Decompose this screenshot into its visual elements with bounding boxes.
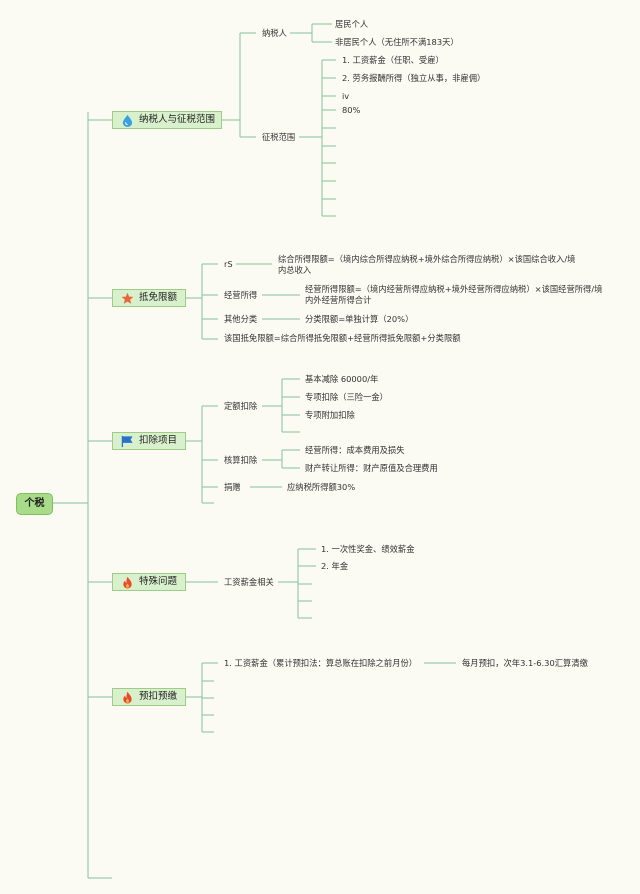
node-special-additional[interactable]: 专项附加扣除 [305,410,355,420]
node-donation[interactable]: 捐赠 [224,482,241,492]
root-node[interactable]: 个税 [16,493,53,515]
flame-icon [123,576,132,589]
node-taxpayer[interactable]: 纳税人 [262,28,287,38]
node-other-class[interactable]: 其他分类 [224,314,258,324]
branch-taxpayer-scope[interactable]: 纳税人与征税范围 [112,111,222,129]
branch-credit-limit[interactable]: 抵免限额 [112,289,186,307]
node-total-limit[interactable]: 该国抵免限额=综合所得抵免限额+经营所得抵免限额+分类限额 [224,333,461,343]
star-icon [121,292,134,304]
flame-icon [123,691,132,704]
branch-withholding[interactable]: 预扣预缴 [112,688,186,706]
node-scope-labor[interactable]: 2. 劳务报酬所得（独立从事，非雇佣） [342,73,486,83]
node-property-transfer[interactable]: 财产转让所得：财产原值及合理费用 [305,463,438,473]
node-business[interactable]: 经营所得 [224,290,258,300]
node-scope[interactable]: 征税范围 [262,132,296,142]
branch-deductions[interactable]: 扣除项目 [112,432,186,450]
node-business-detail[interactable]: 经营所得限额=（境内经营所得应纳税+境外经营所得应纳税）×该国经营所得/境内外经… [305,284,603,305]
node-resident[interactable]: 居民个人 [335,19,369,29]
node-basic-deduction[interactable]: 基本减除 60000/年 [305,374,379,384]
node-rs[interactable]: rS [224,259,233,269]
node-scope-salary[interactable]: 1. 工资薪金（任职、受雇） [342,55,444,65]
node-salary-withholding[interactable]: 1. 工资薪金（累计预扣法：算总账在扣除之前月份） [224,658,418,668]
node-rs-detail[interactable]: 综合所得限额=（境内综合所得应纳税+境外综合所得应纳税）×该国综合收入/境内总收… [278,254,576,275]
branch-label: 扣除项目 [139,435,178,446]
water-drop-icon [122,114,133,127]
branch-label: 预扣预缴 [139,691,178,702]
branch-label: 抵免限额 [139,292,178,303]
node-fixed-deduction[interactable]: 定额扣除 [224,401,258,411]
node-other-class-detail[interactable]: 分类限额=单独计算（20%） [305,314,414,324]
node-withholding-detail[interactable]: 每月预扣，次年3.1-6.30汇算清缴 [462,658,588,668]
node-salary-related[interactable]: 工资薪金相关 [224,577,274,587]
node-special-deduction[interactable]: 专项扣除（三险一金） [305,392,388,402]
branch-label: 纳税人与征税范围 [139,114,216,125]
branch-label: 特殊问题 [139,576,178,587]
node-accounting-deduction[interactable]: 核算扣除 [224,455,258,465]
node-annuity[interactable]: 2. 年金 [321,561,349,571]
flag-icon [121,435,133,448]
branch-special-issues[interactable]: 特殊问题 [112,573,186,591]
node-one-time-bonus[interactable]: 1. 一次性奖金、绩效薪金 [321,544,415,554]
node-business-cost[interactable]: 经营所得：成本费用及损失 [305,445,405,455]
node-scope-iv[interactable]: iv [342,91,350,101]
node-scope-80[interactable]: 80% [342,105,361,115]
node-nonresident[interactable]: 非居民个人（无住所不满183天） [335,37,459,47]
node-donation-detail[interactable]: 应纳税所得额30% [287,482,356,492]
